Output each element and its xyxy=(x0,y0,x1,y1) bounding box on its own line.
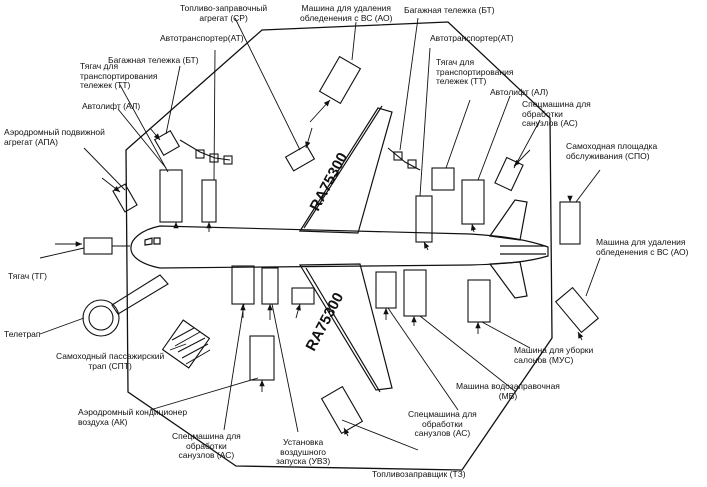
cabin-cleaning-vehicle xyxy=(467,279,491,323)
label-lavatory-truck-bottom-left: Спецмашина для обработки санузлов (АС) xyxy=(172,431,241,460)
passenger-stairs xyxy=(161,319,211,369)
label-deicing-right: Машина для удаления обледенения с ВС (АО… xyxy=(596,237,689,257)
label-fuel-truck: Топливозаправщик (ТЗ) xyxy=(372,469,466,479)
baggage-cart-left xyxy=(153,129,181,157)
label-apa: Аэродромный подвижной агрегат (АПА) xyxy=(4,127,105,147)
teletrap-rotunda xyxy=(82,299,120,337)
aircraft-stabilizer-upper xyxy=(488,199,528,241)
label-autolift-right: Автолифт (АЛ) xyxy=(490,87,549,97)
lavatory-service-truck-top xyxy=(494,156,524,192)
autotransporter-right xyxy=(415,195,433,243)
label-tractor-right: Тягач для транспортирования тележек (ТТ) xyxy=(436,57,514,86)
aircraft-fin xyxy=(500,245,546,255)
fuel-truck-bottom xyxy=(320,385,364,435)
aircraft-wing-upper xyxy=(298,107,393,234)
label-lavatory-truck-bottom-right: Спецмашина для обработки санузлов (АС) xyxy=(408,409,477,438)
label-deicing-top: Машина для удаления обледенения с ВС (АО… xyxy=(300,3,393,23)
label-tug: Тягач (ТГ) xyxy=(8,271,48,281)
aircraft-wing-lower xyxy=(298,263,393,391)
baggage-train-left xyxy=(179,139,231,161)
label-service-platform: Самоходная площадка обслуживания (СПО) xyxy=(566,141,658,161)
fuel-truck xyxy=(291,287,315,305)
label-lavatory-truck-top: Спецмашина для обработки санузлов (АС) xyxy=(522,99,591,128)
label-air-start-unit: Установка воздушного запуска (УВЗ) xyxy=(276,437,331,466)
autolift-right xyxy=(461,179,485,225)
label-passenger-stairs: Самоходный пассажирский трап (СПТ) xyxy=(56,351,165,371)
tractor-right xyxy=(431,167,455,191)
lavatory-service-truck-bottom-right xyxy=(375,271,397,309)
deicing-vehicle-right xyxy=(554,286,600,334)
apa-vehicle xyxy=(112,183,138,213)
label-teletrap: Телетрап xyxy=(4,329,41,339)
autolift-left xyxy=(159,169,183,223)
service-zone-outline xyxy=(125,21,553,471)
label-water-truck: Машина водозаправочная (МВ) xyxy=(456,381,560,401)
label-baggage-cart-top: Багажная тележка (БТ) xyxy=(404,5,495,15)
autotransporter-left xyxy=(201,179,217,223)
label-autotransporter-left: Автотранспортер(АТ) xyxy=(160,33,244,43)
lavatory-service-truck-bottom-left xyxy=(231,265,255,305)
fuel-dispenser-unit xyxy=(284,144,316,172)
label-air-conditioner: Аэродромный кондиционер воздуха (АК) xyxy=(78,407,188,427)
water-truck xyxy=(403,269,427,317)
label-autotransporter-right: Автотранспортер(АТ) xyxy=(430,33,514,43)
air-start-unit xyxy=(261,267,279,305)
air-conditioner-vehicle xyxy=(249,335,275,381)
cockpit-windows xyxy=(144,237,161,246)
label-fuel-dispenser: Топливо-заправочный агрегат (СР) xyxy=(180,3,268,23)
label-baggage-cart-left: Багажная тележка (БТ) xyxy=(108,55,199,65)
tug-vehicle xyxy=(83,237,113,255)
label-tractor-left: Тягач для транспортирования тележек (ТТ) xyxy=(80,61,158,90)
aircraft-fuselage xyxy=(130,225,549,269)
aircraft-stabilizer-lower xyxy=(488,261,528,299)
service-platform-vehicle xyxy=(559,201,581,245)
baggage-train-top xyxy=(387,147,421,171)
teletrap-tunnel xyxy=(111,274,169,315)
deicing-vehicle-top xyxy=(318,55,362,105)
label-cabin-cleaning: Машина для уборки салонов (МУС) xyxy=(514,345,594,365)
label-autolift-left: Автолифт (АЛ) xyxy=(82,101,141,111)
